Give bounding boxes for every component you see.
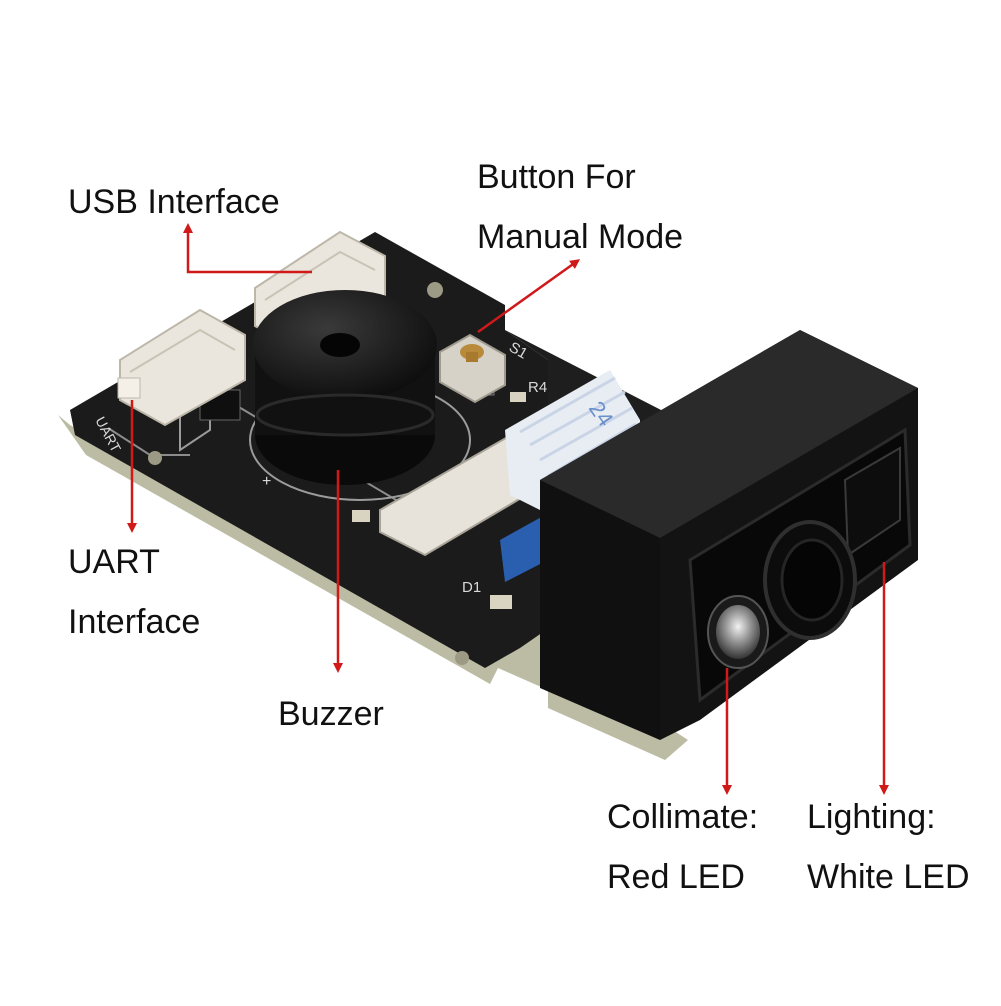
collimate-label-line1: Collimate: [607, 798, 759, 836]
button-label-line1: Button For [477, 158, 636, 196]
r4-silk-text: R4 [528, 379, 547, 396]
scan-engine-housing [540, 330, 918, 740]
arrow-up-icon [183, 223, 312, 274]
buzzer-label: Buzzer [278, 695, 384, 733]
s1-silk-text: S1 [506, 339, 530, 363]
uart-connector [117, 308, 246, 427]
d1-silk-text: D1 [462, 579, 481, 596]
annotation-arrows [127, 223, 889, 795]
button-label-line2: Manual Mode [477, 218, 684, 256]
plus-silk-text: + [262, 473, 271, 490]
pcb-edge [58, 415, 688, 760]
lighting-label-line1: Lighting: [807, 798, 936, 836]
arrow-up-right-icon [477, 259, 581, 334]
usb-interface-label: USB Interface [68, 183, 280, 221]
uart-label-line1: UART [68, 543, 160, 581]
collimate-label-line2: Red LED [607, 858, 745, 896]
buzzer-component [253, 290, 437, 485]
lighting-label-line2: White LED [807, 858, 970, 896]
manual-mode-button [439, 333, 506, 404]
uart-label-line2: Interface [68, 603, 201, 641]
